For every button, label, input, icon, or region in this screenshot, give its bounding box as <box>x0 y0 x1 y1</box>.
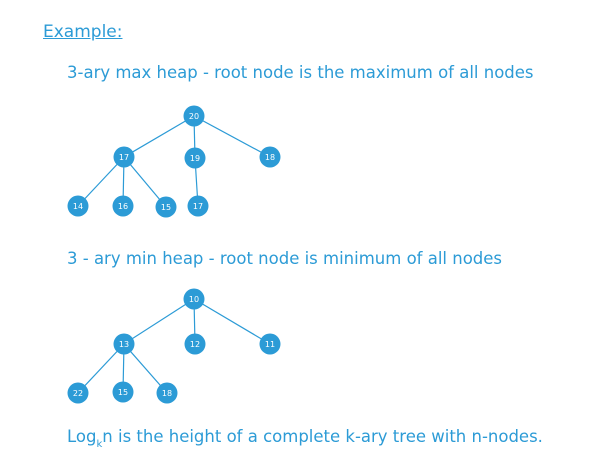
min-heap-tree: 10 13 12 11 22 15 18 <box>67 288 281 404</box>
max-heap-node-m7 <box>187 195 209 217</box>
max-heap-node-label: 20 <box>189 112 199 121</box>
max-heap-edge-m0-m1 <box>123 115 195 158</box>
max-heap-edge-m1-m6 <box>123 156 167 208</box>
max-heap-tree: 20 17 19 18 14 16 15 17 <box>67 105 281 218</box>
max-heap-node-m4 <box>67 195 89 217</box>
footer-rest: n is the height of a complete k-ary tree… <box>102 427 543 446</box>
max-heap-node-label: 19 <box>190 154 200 163</box>
footer-subscript: k <box>96 439 103 450</box>
min-heap-node-label: 12 <box>190 340 200 349</box>
max-heap-node-m3 <box>259 146 281 168</box>
max-heap-node-label: 18 <box>265 153 275 162</box>
max-heap-node-m2 <box>184 147 206 169</box>
min-heap-node-n4 <box>67 382 89 404</box>
min-heap-node-n1 <box>113 333 135 355</box>
max-heap-title: 3-ary max heap - root node is the maximu… <box>67 63 534 82</box>
min-heap-edge-n1-n4 <box>77 343 125 394</box>
min-heap-node-n5 <box>112 381 134 403</box>
min-heap-node-n3 <box>259 333 281 355</box>
min-heap-edge-n0-n1 <box>123 298 195 345</box>
min-heap-node-n0 <box>183 288 205 310</box>
max-heap-edge-m1-m4 <box>77 156 125 207</box>
max-heap-node-label: 17 <box>119 153 129 162</box>
min-heap-node-n6 <box>156 382 178 404</box>
min-heap-edge-n1-n6 <box>123 343 168 394</box>
example-heading: Example: <box>43 22 123 42</box>
max-heap-edge-m0-m3 <box>193 115 271 158</box>
max-heap-node-label: 17 <box>193 202 203 211</box>
min-heap-node-label: 22 <box>73 389 83 398</box>
footer-prefix: Log <box>67 427 97 446</box>
min-heap-node-n2 <box>184 333 206 355</box>
max-heap-node-m6 <box>155 196 177 218</box>
min-heap-title: 3 - ary min heap - root node is minimum … <box>67 249 503 268</box>
max-heap-node-label: 16 <box>118 202 128 211</box>
min-heap-node-label: 15 <box>118 388 128 397</box>
max-heap-node-label: 15 <box>161 203 171 212</box>
max-heap-node-m5 <box>112 195 134 217</box>
min-heap-node-label: 10 <box>189 295 199 304</box>
max-heap-node-label: 14 <box>73 202 83 211</box>
max-heap-node-m0 <box>183 105 205 127</box>
min-heap-edge-n0-n3 <box>193 298 271 345</box>
footer-note: Logkn is the height of a complete k-ary … <box>67 427 543 450</box>
min-heap-node-label: 18 <box>162 389 172 398</box>
min-heap-node-label: 13 <box>119 340 129 349</box>
max-heap-node-m1 <box>113 146 135 168</box>
min-heap-node-label: 11 <box>265 340 275 349</box>
